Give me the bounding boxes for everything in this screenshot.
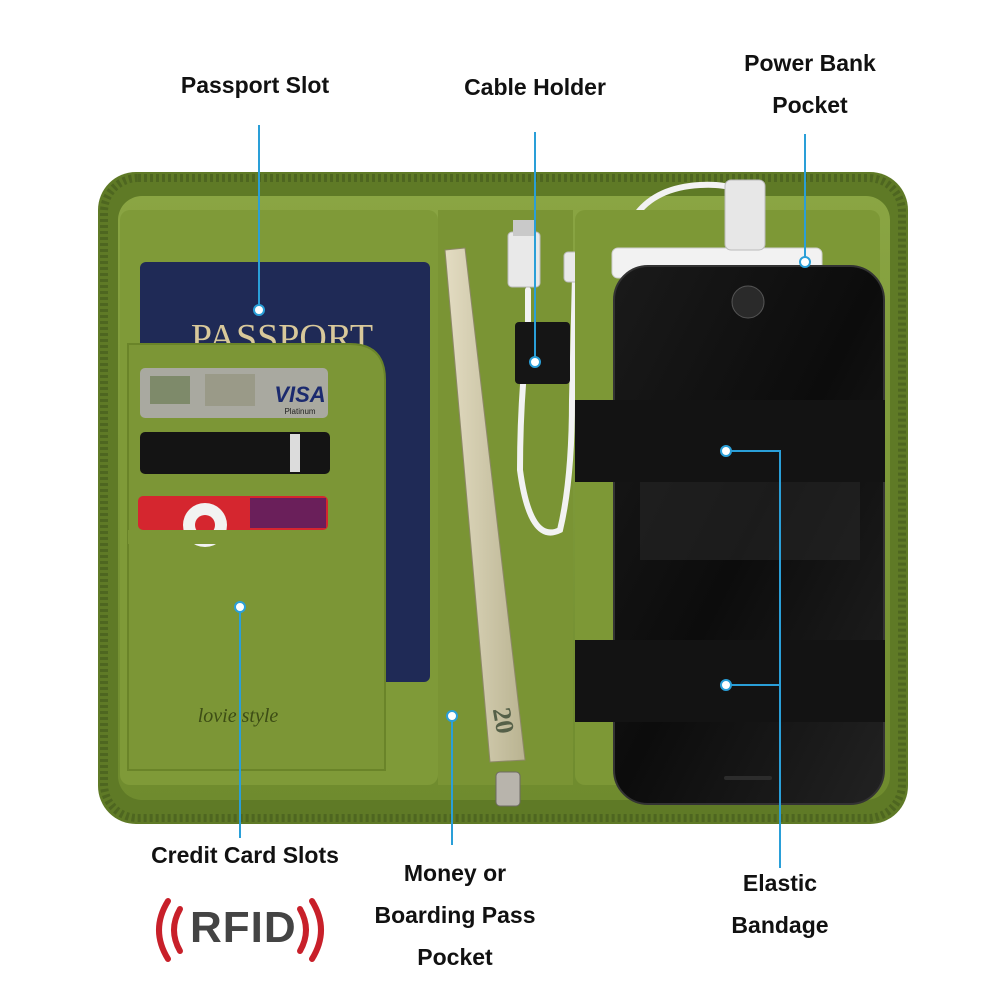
label-credit-card-slots: Credit Card Slots [151,842,339,868]
label-elastic-bandage: Elastic Bandage [731,870,829,938]
wallet-zipper [100,174,906,822]
credit-card-black [140,432,330,474]
power-bank-plug [724,179,766,251]
bill-denomination: 20 [487,705,520,736]
zipper-pull [495,771,521,807]
card-tier: Platinum [284,407,315,416]
credit-card-visa: VISA Platinum [140,368,328,418]
callout-markers [234,256,811,722]
phone-camera [731,285,765,319]
elastic-band-top [575,400,885,482]
rfid-text: RFID [190,903,297,952]
cable-band [515,322,570,384]
label-money-pocket: Money or Boarding Pass Pocket [374,860,536,970]
label-passport-slot: Passport Slot [180,72,330,98]
brand-script: lovie style [198,705,279,727]
rfid-wave-icon [156,898,324,962]
label-cable-holder: Cable Holder [464,74,606,100]
dollar-bill [444,247,526,763]
rfid-badge: RFID [150,895,330,965]
label-power-bank-pocket: Power Bank Pocket [744,50,876,118]
card-brand: VISA [274,382,325,407]
callout-lines [239,125,806,868]
